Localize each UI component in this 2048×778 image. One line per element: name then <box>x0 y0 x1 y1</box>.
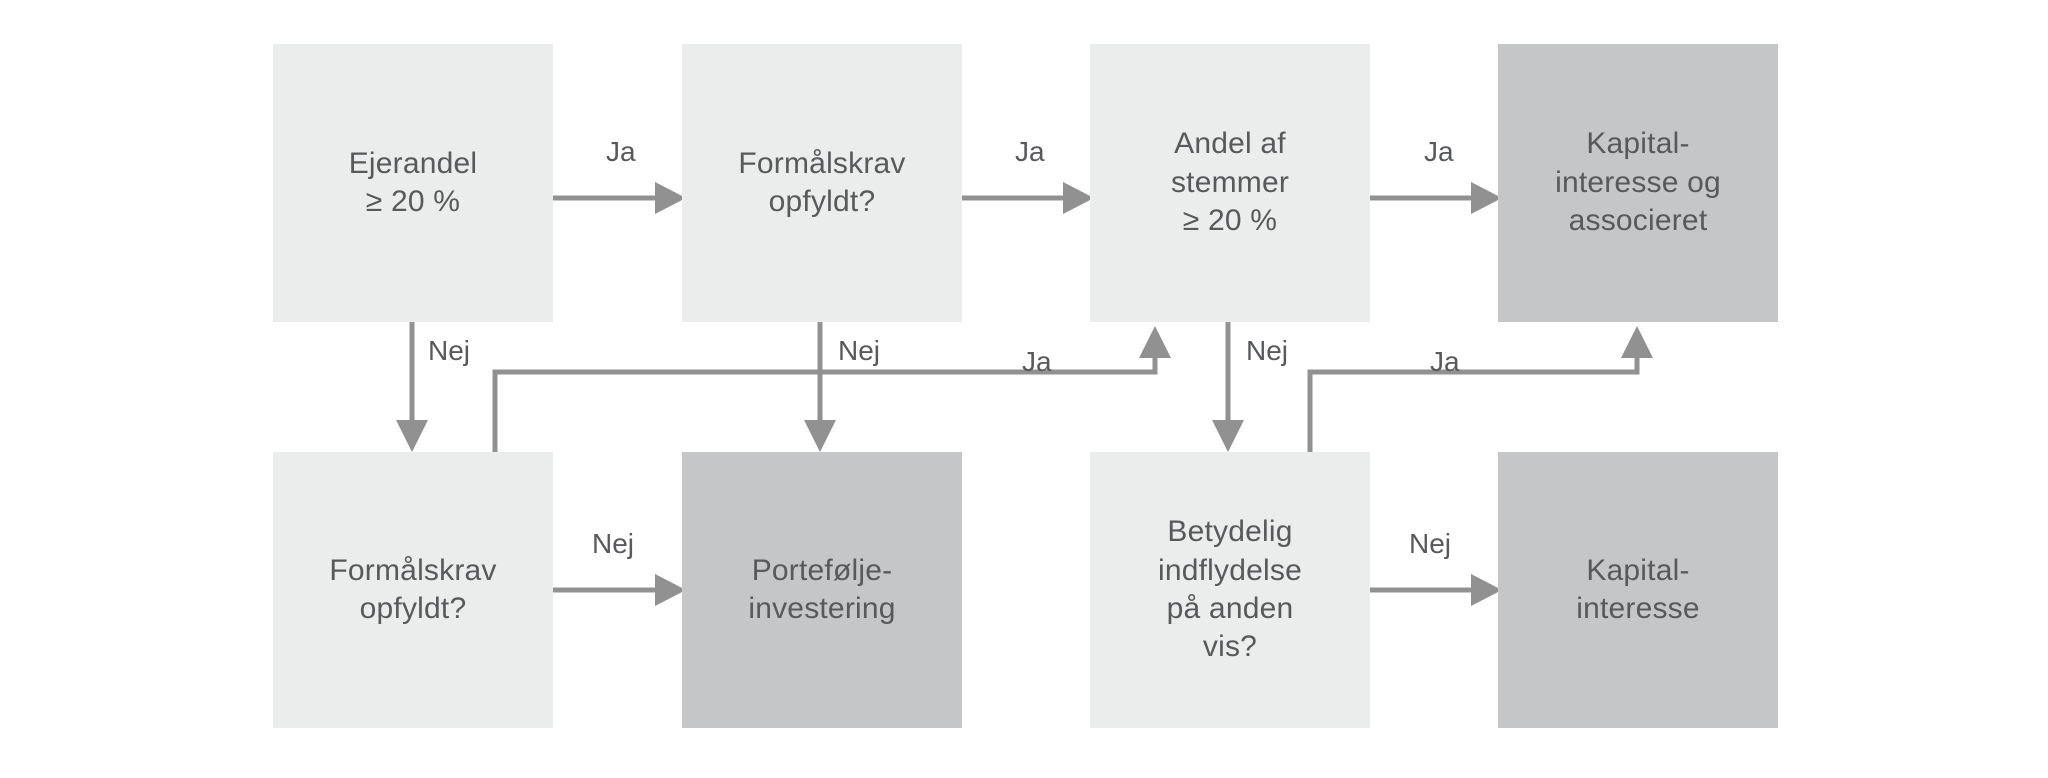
edge-label-ejerandel-to-formaalskrav-bot: Nej <box>428 335 471 366</box>
edge-label-formaalskrav-bot-to-portefoelje: Nej <box>592 528 635 559</box>
edge-betydelig-to-kapital-assoc <box>1307 326 1653 452</box>
edge-formaalskrav-top-to-andel-stemmer <box>962 182 1094 214</box>
edge-formaalskrav-bot-to-portefoelje <box>553 574 686 606</box>
edge-ejerandel-to-formaalskrav-bot <box>396 322 428 452</box>
edge-ejerandel-to-formaalskrav-top <box>553 182 686 214</box>
node-kapital-interesse-og-associeret-label: Kapital- interesse og associeret <box>1555 127 1721 238</box>
node-formaalskrav-top[interactable]: Formålskrav opfyldt? <box>682 44 962 322</box>
node-kapital-interesse-label: Kapital- interesse <box>1576 553 1700 625</box>
edge-formaalskrav-top-to-portefoelje <box>804 322 836 452</box>
edge-label-andel-stemmer-to-betydelig: Nej <box>1246 335 1289 366</box>
node-kapital-interesse[interactable]: Kapital- interesse <box>1498 452 1778 728</box>
edge-betydelig-to-kapital <box>1370 574 1502 606</box>
node-formaalskrav-bottom[interactable]: Formålskrav opfyldt? <box>273 452 553 728</box>
node-ejerandel[interactable]: Ejerandel ≥ 20 % <box>273 44 553 322</box>
node-betydelig-indflydelse[interactable]: Betydelig indflydelse på anden vis? <box>1090 452 1370 728</box>
node-formaalskrav-bottom-label: Formålskrav opfyldt? <box>329 553 497 625</box>
node-ejerandel-label: Ejerandel ≥ 20 % <box>348 146 478 218</box>
edge-andel-stemmer-to-kapital-assoc <box>1370 182 1502 214</box>
node-betydelig-indflydelse-label: Betydelig indflydelse på anden vis? <box>1158 515 1302 664</box>
node-portefoelje-investering[interactable]: Portefølje- investering <box>682 452 962 728</box>
node-portefoelje-investering-label: Portefølje- investering <box>748 553 896 625</box>
node-kapital-interesse-og-associeret[interactable]: Kapital- interesse og associeret <box>1498 44 1778 322</box>
node-andel-stemmer-label: Andel af stemmer ≥ 20 % <box>1170 127 1290 238</box>
node-formaalskrav-top-label: Formålskrav opfyldt? <box>738 146 906 218</box>
edge-label-formaalskrav-top-to-portefoelje: Nej <box>838 335 881 366</box>
edge-label-betydelig-to-kapital-assoc: Ja <box>1430 346 1460 377</box>
edge-label-formaalskrav-bot-to-andel-stemmer: Ja <box>1022 346 1052 377</box>
edge-label-formaalskrav-top-to-andel-stemmer: Ja <box>1015 136 1045 167</box>
edge-label-betydelig-to-kapital: Nej <box>1409 528 1452 559</box>
edge-label-ejerandel-to-formaalskrav-top: Ja <box>606 136 636 167</box>
edge-formaalskrav-bot-to-andel-stemmer <box>492 326 1171 452</box>
node-andel-stemmer[interactable]: Andel af stemmer ≥ 20 % <box>1090 44 1370 322</box>
edge-label-andel-stemmer-to-kapital-assoc: Ja <box>1424 136 1454 167</box>
edge-andel-stemmer-to-betydelig <box>1212 322 1244 452</box>
